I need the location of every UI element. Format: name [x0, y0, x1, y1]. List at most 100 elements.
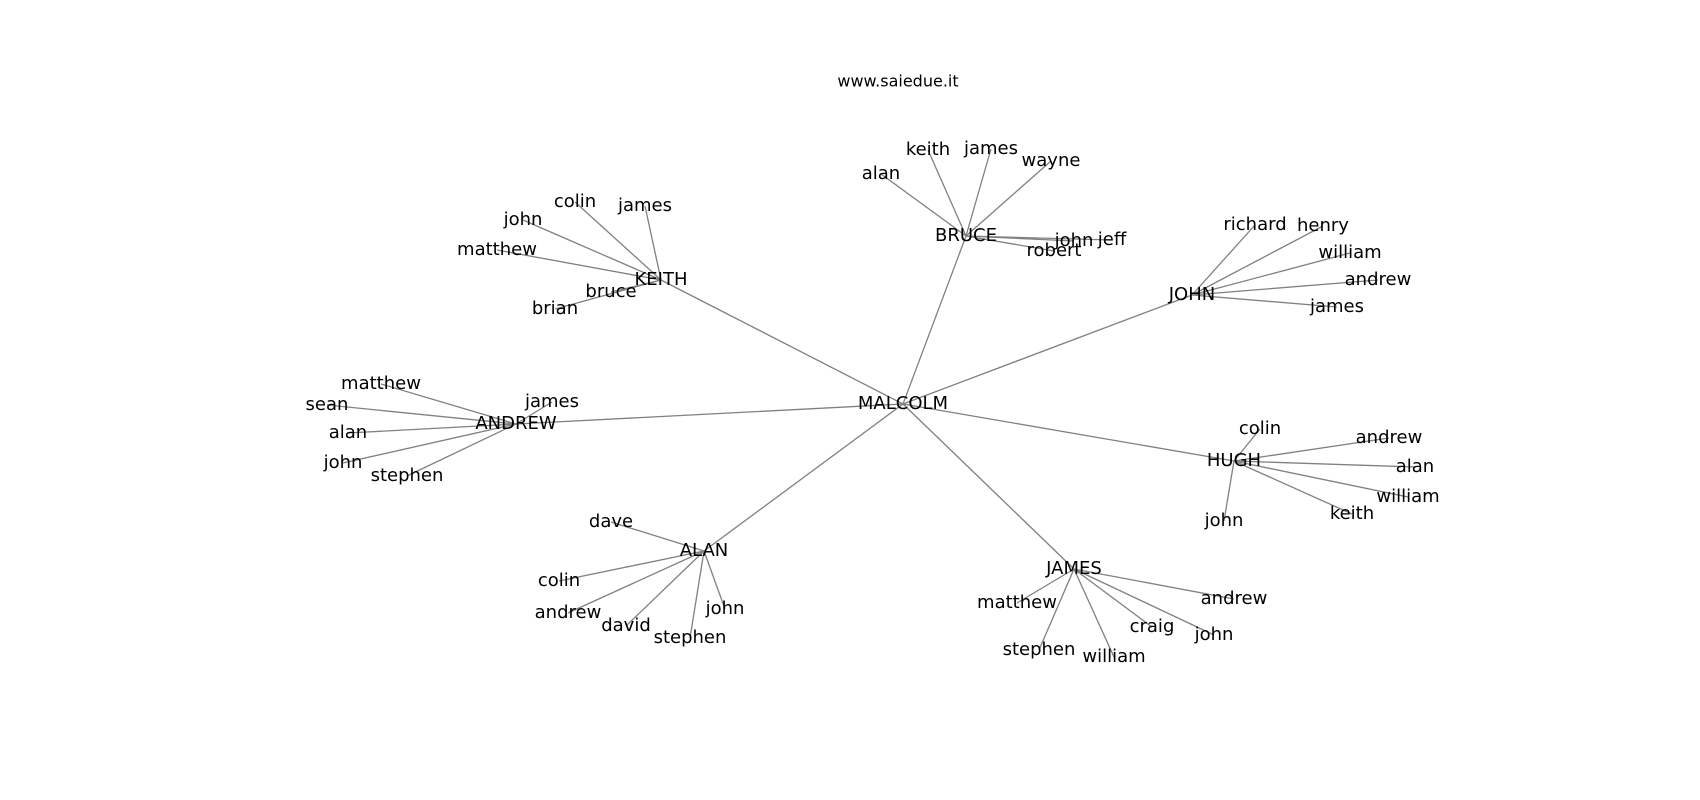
edge-john-william: [1191, 252, 1351, 296]
edge-bruce-robert: [965, 235, 1055, 252]
labels-layer: MALCOLM KEITH colin james john matthew brucebr…: [306, 138, 1440, 667]
edge-bruce-keith: [927, 149, 967, 237]
group-node-label: KEITH: [634, 269, 687, 290]
edge-andrew-john: [342, 423, 517, 464]
leaf-node-label: colin: [554, 191, 596, 212]
leaf-node-label: wayne: [1022, 150, 1081, 171]
edge-keith-matthew: [496, 249, 662, 281]
leaf-node-label: colin: [1239, 418, 1281, 439]
edge-keith-james: [644, 205, 662, 281]
leaf-node-label: stephen: [1003, 639, 1076, 660]
edge-hugh-william: [1233, 460, 1409, 498]
leaf-node-label: james: [524, 391, 579, 412]
leaf-node-label: dave: [589, 511, 633, 532]
leaf-node-label: stephen: [654, 627, 727, 648]
group-node-label: BRUCE: [935, 225, 997, 246]
leaf-node-label: jeff: [1097, 229, 1127, 250]
leaf-node-label: william: [1318, 242, 1381, 263]
edge-john-andrew: [1191, 279, 1379, 296]
edge-john-henry: [1191, 225, 1324, 296]
edge-john-james: [1191, 294, 1338, 308]
leaf-node-label: sean: [306, 394, 349, 415]
edge-root-bruce: [902, 235, 967, 405]
leaf-node-label: colin: [538, 570, 580, 591]
leaf-node-label: matthew: [977, 592, 1057, 613]
edges-layer: [326, 148, 1416, 658]
edge-john-richard: [1191, 224, 1256, 296]
leaf-node-label: bruce: [585, 281, 636, 302]
edge-root-hugh: [902, 403, 1235, 462]
group-node-label: ANDREW: [475, 413, 557, 434]
leaf-node-label: alan: [1396, 456, 1434, 477]
edge-james-matthew: [1016, 568, 1075, 604]
leaf-node-label: john: [1204, 510, 1244, 531]
edge-root-john: [902, 294, 1193, 405]
edge-andrew-alan: [347, 423, 517, 434]
edge-keith-brian: [554, 279, 662, 310]
edge-hugh-andrew: [1233, 437, 1390, 462]
group-node-label: HUGH: [1207, 450, 1261, 471]
edge-hugh-john: [1223, 460, 1235, 522]
leaf-node-label: alan: [862, 163, 900, 184]
leaf-node-label: brian: [532, 298, 578, 319]
edge-alan-dave: [610, 521, 705, 552]
leaf-node-label: andrew: [1345, 269, 1412, 290]
edge-hugh-colin: [1233, 428, 1261, 462]
edge-root-keith: [660, 279, 904, 405]
leaf-node-label: alan: [329, 422, 367, 443]
group-node-label: JOHN: [1168, 284, 1215, 305]
edge-bruce-wayne: [965, 160, 1052, 237]
edge-andrew-james: [515, 401, 553, 425]
leaf-node-label: matthew: [457, 239, 537, 260]
edge-root-alan: [703, 403, 904, 552]
leaf-node-label: james: [963, 138, 1018, 159]
edge-hugh-keith: [1233, 460, 1353, 515]
leaf-node-label: henry: [1297, 215, 1349, 236]
leaf-node-label: william: [1082, 646, 1145, 667]
leaf-node-label: andrew: [1356, 427, 1423, 448]
edge-james-craig: [1073, 568, 1153, 628]
root-node-label: MALCOLM: [858, 393, 948, 414]
edge-alan-colin: [558, 550, 705, 582]
leaf-node-label: stephen: [371, 465, 444, 486]
leaf-node-label: john: [1054, 230, 1094, 251]
leaf-node-label: craig: [1130, 616, 1175, 637]
edge-andrew-sean: [326, 404, 517, 425]
leaf-node-label: john: [1194, 624, 1234, 645]
edge-hugh-alan: [1233, 460, 1416, 468]
edge-andrew-stephen: [406, 423, 517, 477]
group-node-label: ALAN: [680, 540, 729, 561]
edge-alan-david: [625, 550, 705, 627]
leaf-node-label: james: [617, 195, 672, 216]
edge-alan-stephen: [689, 550, 705, 639]
edge-bruce-jeff: [965, 235, 1113, 241]
edge-bruce-alan: [880, 173, 967, 237]
leaf-node-label: john: [503, 209, 543, 230]
edge-james-william: [1073, 568, 1115, 658]
edge-keith-colin: [574, 201, 662, 281]
edge-james-stephen: [1038, 568, 1075, 651]
edge-james-john: [1073, 568, 1215, 636]
leaf-node-label: john: [323, 452, 363, 473]
leaf-node-label: richard: [1223, 214, 1286, 235]
edge-james-andrew: [1073, 568, 1235, 600]
leaf-node-label: william: [1376, 486, 1439, 507]
leaf-node-label: matthew: [341, 373, 421, 394]
group-node-label: JAMES: [1045, 558, 1102, 579]
leaf-node-label: james: [1309, 296, 1364, 317]
edge-root-andrew: [515, 403, 904, 425]
edge-alan-john: [703, 550, 726, 610]
edge-keith-john: [522, 219, 662, 281]
site-title: www.saiedue.it: [837, 72, 958, 91]
leaf-node-label: david: [601, 615, 651, 636]
leaf-node-label: keith: [906, 139, 950, 160]
edge-root-james: [902, 403, 1075, 570]
leaf-node-label: keith: [1330, 503, 1374, 524]
edge-bruce-james: [965, 148, 992, 237]
leaf-node-label: andrew: [535, 602, 602, 623]
edge-andrew-matthew: [380, 383, 517, 425]
edge-alan-andrew: [567, 550, 705, 614]
leaf-node-label: andrew: [1201, 588, 1268, 609]
